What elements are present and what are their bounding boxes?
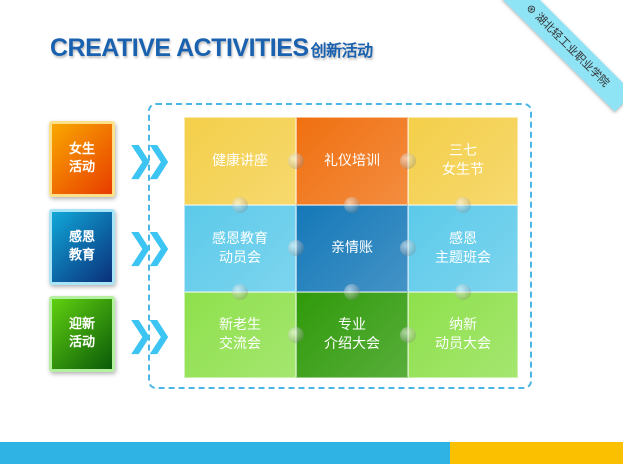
category-welcome: 迎新活动	[49, 296, 115, 372]
double-chevron-icon: ❯❯	[126, 227, 173, 267]
puzzle-knob	[400, 153, 416, 169]
puzzle-piece: 健康讲座	[184, 117, 296, 205]
piece-label: 感恩 主题班会	[435, 230, 491, 266]
puzzle-knob	[232, 284, 248, 300]
double-chevron-icon: ❯❯	[126, 315, 173, 355]
puzzle-piece: 感恩教育 动员会	[184, 205, 296, 292]
title-en: CREATIVE ACTIVITIES	[50, 34, 309, 62]
puzzle-knob	[288, 240, 304, 256]
category-label: 女生活动	[68, 142, 95, 175]
puzzle-piece: 纳新 动员大会	[408, 292, 518, 378]
puzzle-knob	[455, 197, 471, 213]
puzzle-knob	[288, 327, 304, 343]
puzzle-knob	[288, 153, 304, 169]
puzzle-piece: 新老生 交流会	[184, 292, 296, 378]
title-zh: 创新活动	[310, 43, 374, 60]
piece-label: 感恩教育 动员会	[212, 230, 268, 266]
puzzle-piece: 亲情账	[296, 205, 408, 292]
puzzle-knob	[232, 197, 248, 213]
puzzle-knob	[344, 197, 360, 213]
footer-bar-blue	[0, 442, 450, 464]
piece-label: 健康讲座	[212, 152, 268, 169]
school-logo-ribbon: ⊛ 湖北轻工业职业学院	[501, 0, 623, 112]
puzzle-knob	[455, 284, 471, 300]
puzzle-piece: 礼仪培训	[296, 117, 408, 205]
piece-label: 纳新 动员大会	[435, 317, 491, 352]
piece-label: 专业 介绍大会	[324, 317, 380, 352]
piece-label: 三七 女生节	[442, 143, 484, 178]
puzzle-piece: 专业 介绍大会	[296, 292, 408, 378]
logo-text: 湖北轻工业职业学院	[532, 10, 612, 90]
double-chevron-icon: ❯❯	[126, 140, 173, 180]
puzzle-knob	[344, 284, 360, 300]
footer-bar-yellow	[450, 442, 623, 464]
activities-frame	[148, 103, 532, 389]
category-label: 迎新活动	[68, 317, 95, 350]
puzzle-knob	[400, 327, 416, 343]
puzzle-piece: 三七 女生节	[408, 117, 518, 205]
piece-label: 新老生 交流会	[219, 317, 261, 352]
category-gratitude: 感恩教育	[49, 209, 115, 285]
piece-label: 亲情账	[331, 240, 373, 256]
category-girls: 女生活动	[49, 121, 115, 197]
category-label: 感恩教育	[68, 230, 95, 263]
puzzle-piece: 感恩 主题班会	[408, 205, 518, 292]
piece-label: 礼仪培训	[324, 152, 380, 169]
puzzle-knob	[400, 240, 416, 256]
